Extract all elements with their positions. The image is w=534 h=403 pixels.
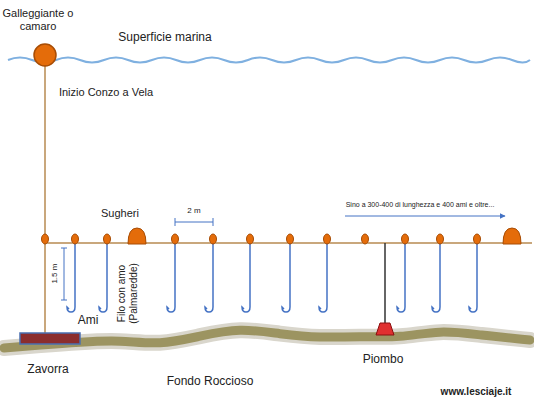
cork (474, 234, 481, 244)
cork-label: Sugheri (101, 207, 139, 220)
snood (74, 243, 76, 302)
hook (469, 302, 477, 312)
lead-line (384, 243, 386, 323)
hook (67, 302, 75, 312)
surface-float (34, 44, 56, 66)
cork (72, 234, 79, 244)
snood (106, 243, 108, 302)
big-cork (128, 228, 146, 244)
dimension-label: 1.5 m (50, 264, 59, 284)
cork (437, 234, 444, 244)
lead-label: Piombo (363, 353, 404, 367)
snood-label: Filo con amo (Palmaredde) (116, 252, 139, 334)
snood (476, 243, 478, 302)
hook (167, 302, 175, 312)
watermark: www.lesciaje.it (441, 386, 512, 398)
float-label: Galleggiante o camaro (2, 7, 74, 32)
snood (326, 243, 328, 302)
bottom-halo (4, 330, 530, 348)
lead-weight (376, 323, 394, 335)
cork-floats (42, 228, 522, 244)
hook (242, 302, 250, 312)
hook (397, 302, 405, 312)
snood (174, 243, 176, 302)
length-arrow (345, 216, 505, 217)
snood (439, 243, 441, 302)
dimension-label: 2 m (187, 206, 200, 215)
length-note: Sino a 300-400 di lunghezza e 400 ami e … (346, 201, 495, 209)
bottom-band (4, 330, 530, 348)
cork (402, 234, 409, 244)
cork (324, 234, 331, 244)
spacing-dimension (175, 218, 213, 226)
surface-label: Superficie marina (118, 31, 211, 45)
ballast-label: Zavorra (27, 363, 68, 377)
snood (289, 243, 291, 302)
cork (287, 234, 294, 244)
sea-surface (8, 58, 530, 63)
hook (319, 302, 327, 312)
snood (249, 243, 251, 302)
snood (404, 243, 406, 302)
hook (432, 302, 440, 312)
cork (362, 234, 369, 244)
snood (212, 243, 214, 302)
drop-dimension (61, 248, 67, 300)
ballast (20, 333, 80, 344)
cork (172, 234, 179, 244)
cork (42, 234, 49, 244)
rope-label: Inizio Conzo a Vela (59, 86, 153, 99)
hook (205, 302, 213, 312)
rocky-bottom (4, 330, 530, 348)
hook (99, 302, 107, 312)
bottom-label: Fondo Roccioso (167, 375, 254, 389)
cork (247, 234, 254, 244)
cork (104, 234, 111, 244)
hook (282, 302, 290, 312)
big-cork (503, 228, 521, 244)
cork (210, 234, 217, 244)
hook-label: Ami (78, 314, 99, 328)
vertical-rope (44, 62, 46, 336)
